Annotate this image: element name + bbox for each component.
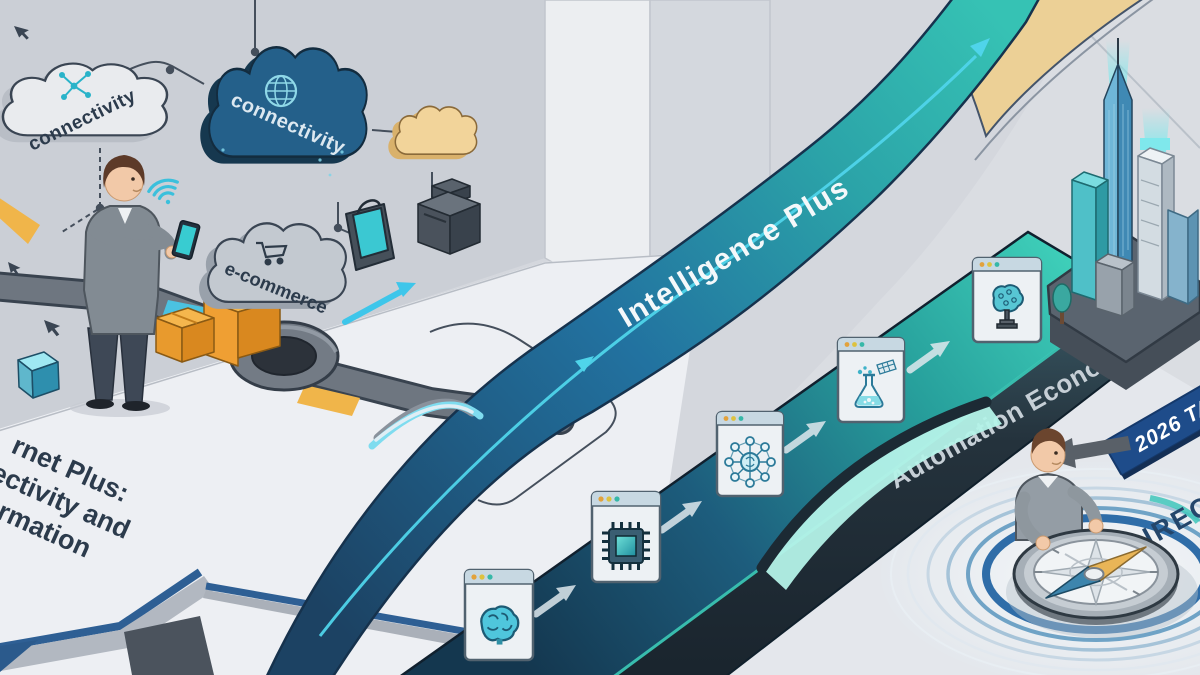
floor-wall-edge [0, 252, 704, 432]
ribbon-flow-line [318, 54, 978, 637]
building-mid [1167, 209, 1199, 305]
person-right-hand [1088, 518, 1104, 534]
person-right-hand [1035, 535, 1051, 551]
sparkle-dots [221, 140, 344, 177]
person-right [1014, 428, 1103, 548]
bridge-glow [762, 402, 1002, 590]
ecommerce-arrow-head [396, 282, 416, 297]
ecommerce-arrow [342, 287, 407, 325]
printer [417, 178, 481, 255]
stripe-edge-line [974, 0, 1154, 161]
neural-network-icon [724, 436, 776, 488]
target-badge: 2026 TA [1102, 369, 1200, 480]
person-left [70, 155, 201, 417]
cart-icon [256, 241, 288, 266]
building-low [1095, 253, 1135, 317]
smartphone [171, 219, 201, 261]
yellow-edge-stripe [0, 198, 40, 244]
cursor-icons [8, 26, 61, 337]
connector-lines [61, 0, 617, 506]
small-data-box [17, 351, 60, 399]
globe-icon [264, 74, 298, 108]
network-icon [59, 71, 91, 100]
yellow-road-stripe [297, 385, 360, 416]
ribbon-arrowhead-top [970, 38, 990, 57]
bridge-arch-rim [756, 396, 992, 574]
shopping-bag [345, 199, 395, 271]
city-tree [1052, 283, 1072, 324]
milestone-card-neural [715, 410, 785, 498]
brain-icon [480, 605, 520, 645]
milestone-card-brain [463, 568, 535, 662]
chip-icon [602, 522, 650, 570]
swoosh [368, 398, 484, 450]
milestone-card-flask [836, 336, 906, 424]
smart-city [1046, 38, 1200, 390]
brain-tree-icon [992, 284, 1024, 329]
flask-icon [854, 359, 897, 408]
milestone-card-braintree [971, 256, 1043, 344]
intelligence-ribbon [266, 0, 1040, 675]
ribbon-arrowhead-mid [575, 356, 594, 372]
wifi-icon [147, 178, 179, 205]
compass [1012, 528, 1180, 625]
milestone-card-chip [590, 490, 662, 584]
